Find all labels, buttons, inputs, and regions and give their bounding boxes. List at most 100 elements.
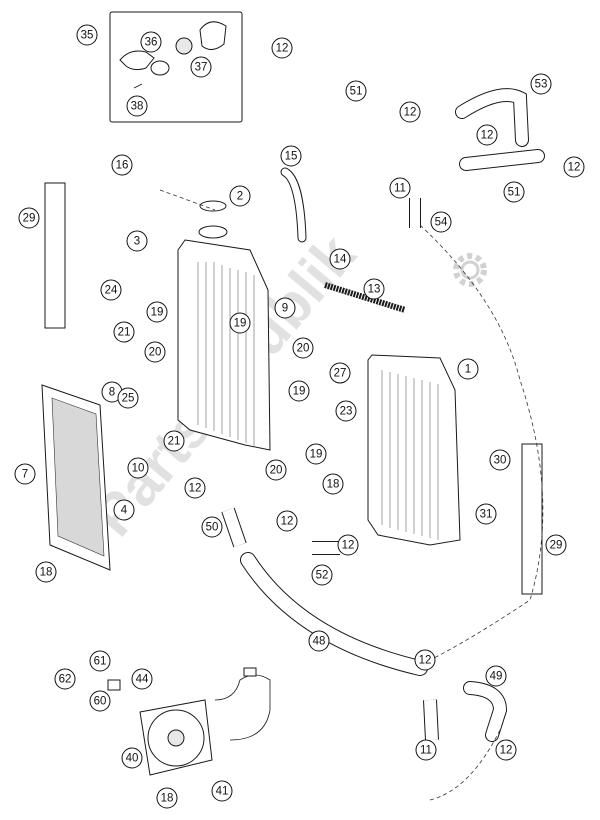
callout-label: 12 [568, 162, 581, 174]
callout-label: 44 [136, 674, 149, 686]
callout-c52: 52 [311, 564, 333, 586]
callout-c12i: 12 [495, 739, 517, 761]
callout-c38: 38 [126, 95, 148, 117]
callout-circle [89, 650, 111, 672]
thermostat [175, 37, 193, 55]
callout-label: 20 [297, 343, 310, 355]
filler-neck [198, 225, 228, 239]
callout-circle [184, 477, 206, 499]
thermostat-cover [199, 21, 227, 50]
callout-c18b: 18 [322, 473, 344, 495]
callout-label: 62 [59, 674, 72, 686]
hoses [221, 56, 545, 801]
callout-label: 12 [281, 516, 294, 528]
callout-circle [211, 780, 233, 802]
callout-label: 54 [435, 217, 448, 229]
callout-c19c: 19 [288, 380, 310, 402]
spacer-44 [107, 679, 121, 691]
cable-strip-13 [324, 282, 406, 313]
callout-c54: 54 [430, 211, 452, 233]
callout-circle [503, 181, 525, 203]
callout-circle [457, 358, 479, 380]
callout-c35: 35 [76, 24, 98, 46]
callout-label: 12 [481, 130, 494, 142]
callout-circle [305, 443, 327, 465]
callout-c14: 14 [329, 248, 351, 270]
callout-label: 38 [131, 101, 144, 113]
callout-c12h: 12 [414, 649, 436, 671]
callout-circle [335, 400, 357, 422]
right-radiator-fins [381, 370, 439, 540]
callout-c19d: 19 [305, 443, 327, 465]
callout-c51a: 51 [345, 80, 367, 102]
callout-circle [311, 564, 333, 586]
callout-c12b: 12 [399, 101, 421, 123]
callout-circle [156, 787, 178, 809]
protector-strip-right [521, 443, 543, 595]
callout-circle [329, 362, 351, 384]
protector-strip-left [44, 182, 66, 329]
callout-circle [229, 312, 251, 334]
callout-label: 12 [500, 745, 513, 757]
callout-circle [430, 211, 452, 233]
callout-circle [495, 739, 517, 761]
callout-label: 31 [480, 509, 493, 521]
callout-label: 18 [161, 793, 174, 805]
callout-circle [545, 534, 567, 556]
callouts: 1234789101111121212121212121212131415161… [14, 24, 585, 809]
callout-label: 40 [126, 753, 139, 765]
callout-circle [329, 248, 351, 270]
callout-label: 12 [276, 43, 289, 55]
callout-label: 53 [535, 79, 548, 91]
callout-c37: 37 [190, 56, 212, 78]
fan-cable [214, 674, 271, 741]
callout-label: 4 [121, 505, 128, 517]
thermostat-housing [119, 50, 155, 71]
callout-label: 51 [508, 187, 521, 199]
callout-label: 41 [216, 786, 229, 798]
fan-hub [167, 729, 185, 747]
callout-circle [144, 341, 166, 363]
callout-c48: 48 [308, 630, 330, 652]
callout-circle [126, 95, 148, 117]
callout-circle [280, 145, 302, 167]
callout-label: 21 [168, 436, 181, 448]
callout-circle [292, 337, 314, 359]
callout-c31: 31 [475, 503, 497, 525]
callout-c25: 25 [117, 387, 139, 409]
callout-c19a: 19 [146, 301, 168, 323]
callout-c27: 27 [329, 362, 351, 384]
callout-c12f: 12 [276, 510, 298, 532]
callout-c61: 61 [89, 650, 111, 672]
callout-label: 11 [420, 745, 432, 757]
callout-label: 21 [118, 327, 131, 339]
callout-circle [190, 56, 212, 78]
callout-circle [485, 665, 507, 687]
callout-c13: 13 [363, 278, 385, 300]
callout-c20b: 20 [292, 337, 314, 359]
callout-circle [489, 449, 511, 471]
callout-label: 12 [189, 483, 202, 495]
callout-label: 35 [81, 30, 94, 42]
callout-c12g: 12 [337, 534, 359, 556]
callout-label: 8 [109, 387, 115, 399]
callout-c62: 62 [54, 668, 76, 690]
callout-circle [111, 154, 133, 176]
callout-circle [126, 230, 148, 252]
callout-label: 18 [40, 567, 53, 579]
callout-circle [140, 31, 162, 53]
callout-circle [415, 739, 437, 761]
callout-c2: 2 [229, 185, 251, 207]
callout-c11a: 11 [389, 177, 411, 199]
callout-c12a: 12 [271, 37, 293, 59]
hose-48 [240, 552, 428, 676]
callout-c3: 3 [126, 230, 148, 252]
callout-c7: 7 [14, 463, 36, 485]
callout-c44: 44 [131, 668, 153, 690]
callout-c12c: 12 [476, 124, 498, 146]
callout-c18c: 18 [156, 787, 178, 809]
callout-circle [131, 668, 153, 690]
callout-label: 29 [550, 540, 563, 552]
callout-circle [345, 80, 367, 102]
